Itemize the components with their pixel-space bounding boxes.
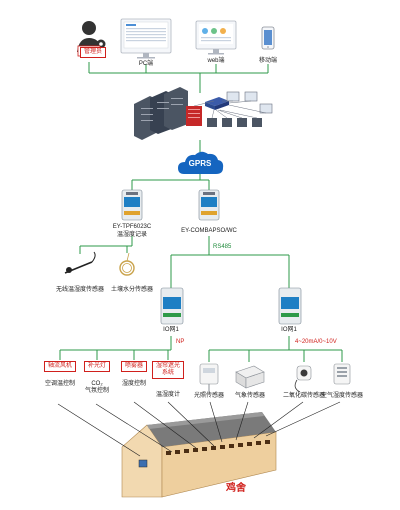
sensor-bottom-3: 二氧化碳传感器 [282, 393, 326, 399]
pc-label: PC端 [138, 61, 154, 67]
web-label: web端 [207, 58, 225, 64]
converter-left-desc: 温湿度记录 [116, 232, 148, 238]
weather-sensor-icon [235, 365, 265, 389]
control-button-4: 湿帘遮光 系统 [151, 361, 185, 379]
gprs-label: GPRS [188, 159, 212, 168]
air-humidity-sensor-icon [333, 363, 351, 385]
sensor-bottom-4: 空气湿度传感器 [320, 393, 364, 399]
control-caption-2: CO₂ 气氛控制 [84, 381, 110, 394]
gprs-cloud-icon [178, 151, 224, 174]
control-caption-4: 温湿度计 [155, 392, 181, 398]
sensor-bottom-1: 光照传感器 [193, 393, 225, 399]
rs485-label: RS485 [213, 244, 232, 250]
io-module-right [278, 287, 302, 325]
analog-label: 4~20mA/0~10V [295, 339, 337, 345]
rs485-bus [170, 236, 290, 288]
web-monitor-icon [195, 20, 237, 55]
mobile-phone-icon [261, 26, 275, 50]
humidity-probe-icon [64, 251, 96, 274]
control-caption-1: 空调温控制 [44, 381, 76, 387]
admin-label: 管理员 [80, 47, 107, 58]
control-bus [59, 336, 172, 360]
control-button-1: 轴流风机 [43, 361, 77, 372]
control-button-3: 喷雾器 [120, 361, 148, 372]
converter-right-name: EY-COMBAPSO/WC [181, 228, 237, 234]
mobile-label: 移动端 [258, 58, 278, 64]
converter-right-device [198, 189, 220, 221]
sensor-leader-lines [209, 401, 341, 443]
barn-label: 鸡舍 [226, 483, 246, 494]
io-left-label: IO网1 [163, 327, 179, 333]
co2-sensor-icon [294, 365, 312, 393]
sensor-top-2: 土壤水分传感器 [110, 287, 154, 293]
gprs-converter-connector [131, 174, 210, 190]
control-button-2: 补光灯 [83, 361, 111, 372]
pc-monitor-icon [120, 18, 172, 59]
converter-left-name: EY-TPF6023C [112, 224, 152, 230]
io-module-left [160, 287, 184, 325]
probe-connector [79, 236, 133, 254]
soil-probe-icon [119, 252, 135, 276]
clients-connector [88, 62, 269, 93]
converter-left-device [121, 189, 143, 221]
sensor-bottom-2: 气象传感器 [234, 393, 266, 399]
np-label: NP [176, 339, 185, 345]
control-leader-lines [57, 401, 215, 457]
sensor-bus [208, 336, 343, 362]
io-right-label: IO网1 [281, 327, 297, 333]
control-caption-3: 湿度控制 [121, 381, 147, 387]
sensor-top-1: 无线温湿度传感器 [55, 287, 105, 293]
light-sensor-icon [199, 363, 219, 392]
barn-building [121, 412, 277, 498]
server-cluster-icon [134, 87, 273, 140]
